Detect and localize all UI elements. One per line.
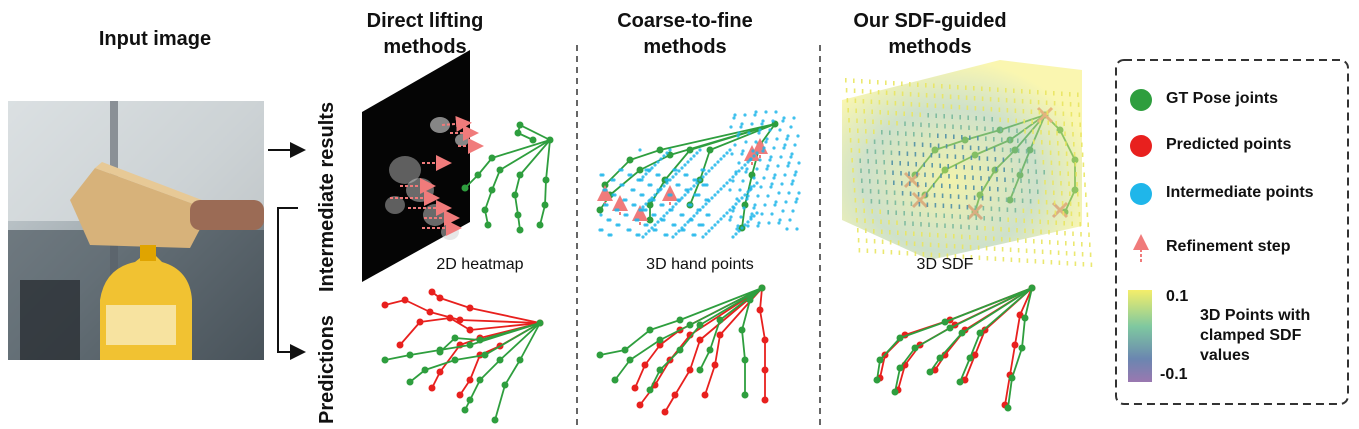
hand-coarse-gt bbox=[596, 284, 766, 399]
hand-direct-pred bbox=[381, 288, 544, 399]
colorbar-min-label: -0.1 bbox=[1160, 366, 1188, 383]
input-photo bbox=[8, 101, 264, 360]
legend-gt-dot bbox=[1130, 89, 1152, 111]
colorbar-max-label: 0.1 bbox=[1166, 288, 1189, 305]
title-direct-lifting: Direct lifting methods bbox=[366, 10, 484, 58]
caption-3d-hand-points: 3D hand points bbox=[646, 256, 754, 273]
caption-3d-sdf: 3D SDF bbox=[916, 256, 974, 273]
legend-gt-label: GT Pose joints bbox=[1166, 90, 1279, 107]
title-coarse-to-fine: Coarse-to-fine methods bbox=[617, 10, 753, 58]
hand-direct-intermediate bbox=[461, 121, 554, 234]
legend-refine-label: Refinement step bbox=[1166, 238, 1291, 255]
hand-skeletons bbox=[381, 106, 1079, 424]
hand-direct-gt bbox=[381, 319, 544, 424]
title-sdf-guided: Our SDF-guided methods bbox=[853, 10, 1007, 58]
colorbar-description: 3D Points with clamped SDF values bbox=[1200, 307, 1311, 364]
flow-arrows bbox=[268, 142, 306, 360]
legend-pred-label: Predicted points bbox=[1166, 136, 1292, 153]
caption-2d-heatmap: 2D heatmap bbox=[436, 256, 524, 273]
legend-refine-arrow-icon bbox=[1133, 234, 1149, 262]
title-input-image: Input image bbox=[98, 28, 212, 50]
hand-sdf-gt bbox=[873, 284, 1036, 412]
intermediate-point-cloud bbox=[598, 110, 801, 239]
legend-pred-dot bbox=[1130, 135, 1152, 157]
sdf-cube bbox=[842, 60, 1093, 267]
heatmap-plane bbox=[362, 50, 484, 282]
hand-sdf-pred bbox=[876, 284, 1036, 409]
legend-inter-label: Intermediate points bbox=[1166, 184, 1314, 201]
legend-box bbox=[1115, 59, 1349, 405]
legend-inter-dot bbox=[1130, 183, 1152, 205]
legend-colorbar bbox=[1128, 290, 1152, 382]
